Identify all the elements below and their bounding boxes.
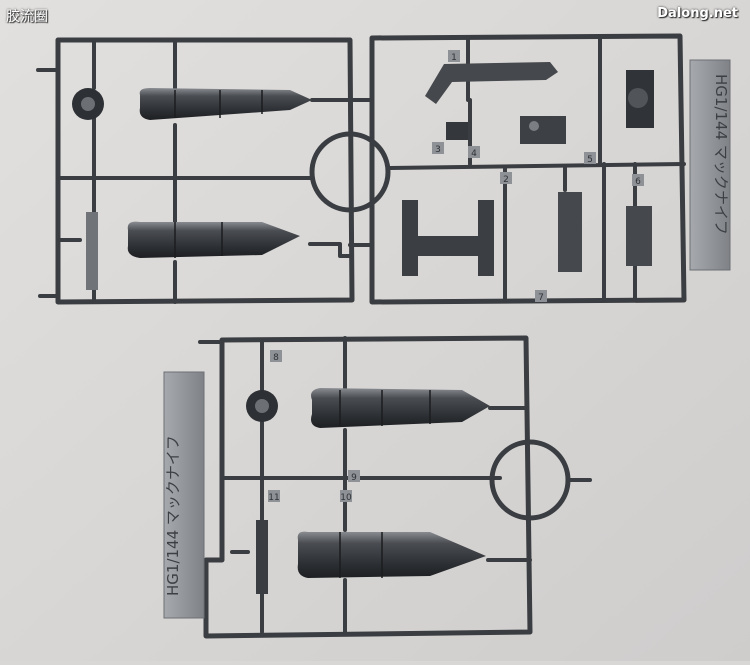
runner-tag-bottom: HG1/144 マックナイフ [163, 371, 205, 619]
part-clip [446, 122, 468, 140]
part-thruster-lower-b [297, 531, 486, 578]
part-block-a [520, 116, 566, 144]
part-h-frame [402, 200, 494, 276]
gate-number-label: 6 [635, 177, 641, 187]
gate-number-tab: 2 [500, 172, 512, 185]
runner-tag-bottom-label: HG1/144 マックナイフ [164, 435, 182, 596]
runner-frame-right [369, 33, 687, 305]
part-thruster-upper [139, 88, 312, 120]
gate-number-tab: 7 [535, 290, 547, 303]
gate-number-label: 4 [471, 149, 477, 159]
watermark-left: 胶流圈 [6, 9, 48, 25]
top-runner-parts [72, 62, 654, 290]
runner-center-ring [309, 131, 391, 213]
gate-number-tab: 10 [340, 490, 352, 503]
gate-number-tab: 3 [432, 142, 444, 155]
runner-tag-top: HG1/144 マックナイフ [689, 59, 731, 271]
gate-number-tab: 4 [468, 146, 480, 159]
part-bent-arm [425, 62, 558, 104]
part-strut-b [626, 206, 652, 266]
gate-number-label: 7 [538, 293, 544, 303]
gate-number-tab: 11 [268, 490, 280, 503]
runner-frame-left [55, 37, 355, 305]
gate-number-label: 11 [268, 493, 279, 503]
gate-number-tab: 9 [348, 470, 360, 483]
part-thruster-lower [127, 221, 300, 258]
gate-number-tab: 8 [270, 350, 282, 363]
gate-number-label: 2 [503, 175, 509, 185]
part-rod [86, 212, 98, 290]
part-thruster-upper-b [311, 388, 490, 428]
gate-number-label: 10 [340, 493, 352, 503]
gate-number-label: 1 [451, 53, 457, 63]
part-rod-b [256, 520, 268, 594]
gate-number-label: 8 [273, 353, 279, 363]
top-runner [36, 33, 687, 305]
gate-number-tab: 5 [584, 152, 596, 165]
gate-number-tab: 6 [632, 174, 644, 187]
part-strut-a [558, 192, 582, 272]
watermark-right: Dalong.net [657, 6, 738, 21]
runner-frame-bottom [203, 335, 533, 639]
gate-number-label: 9 [351, 473, 357, 483]
bottom-runner-parts [246, 388, 490, 594]
runner-tag-top-label: HG1/144 マックナイフ [712, 74, 730, 235]
gate-number-tab: 1 [448, 50, 460, 63]
gate-number-label: 3 [435, 145, 441, 155]
gate-number-label: 5 [587, 155, 593, 165]
